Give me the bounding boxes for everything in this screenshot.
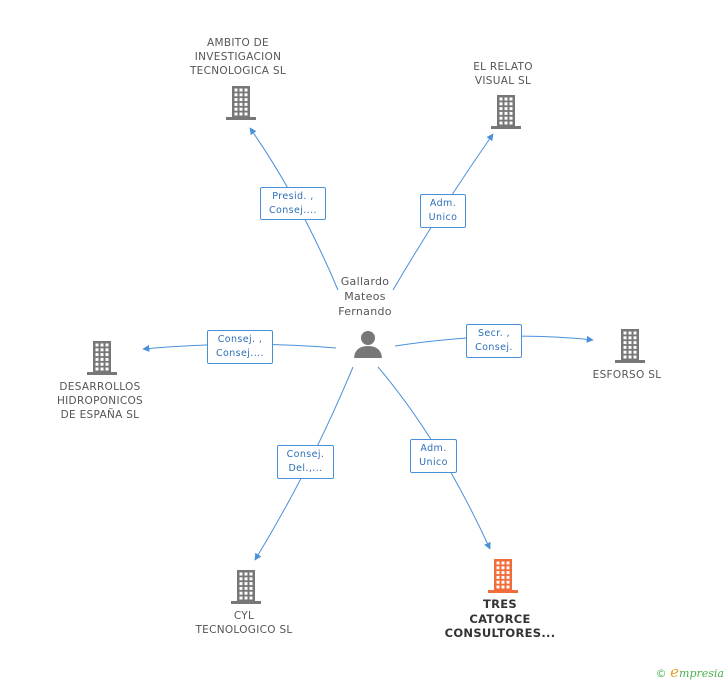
building-icon[interactable]	[87, 341, 117, 379]
company-label-desarrollos[interactable]: DESARROLLOS HIDROPONICOS DE ESPAÑA SL	[56, 381, 144, 421]
building-icon[interactable]	[488, 559, 518, 597]
brand-name: mpresia	[679, 667, 724, 680]
brand-initial: e	[670, 663, 680, 681]
company-label-ambito[interactable]: AMBITO DE INVESTIGACION TECNOLOGICA SL	[189, 37, 287, 77]
company-label-cyl[interactable]: CYL TECNOLOGICO SL	[195, 610, 293, 636]
person-icon[interactable]	[353, 330, 383, 362]
building-icon[interactable]	[615, 329, 645, 367]
building-icon[interactable]	[231, 570, 261, 608]
role-box-desarrollos[interactable]: Consej. , Consej....	[207, 330, 273, 364]
role-box-trescatorce[interactable]: Adm. Unico	[410, 439, 457, 473]
footer-brand: © empresia	[656, 663, 724, 681]
person-name[interactable]: Gallardo Mateos Fernando	[338, 275, 392, 318]
building-icon[interactable]	[226, 86, 256, 124]
role-box-ambito[interactable]: Presid. , Consej....	[260, 187, 326, 220]
building-icon[interactable]	[491, 95, 521, 133]
role-box-relato[interactable]: Adm. Unico	[420, 194, 466, 228]
company-label-esforso[interactable]: ESFORSO SL	[592, 369, 662, 381]
company-label-trescatorce[interactable]: TRES CATORCE CONSULTORES...	[444, 597, 556, 640]
role-box-cyl[interactable]: Consej. Del.,...	[277, 445, 334, 479]
company-label-relato[interactable]: EL RELATO VISUAL SL	[473, 61, 533, 87]
role-box-esforso[interactable]: Secr. , Consej.	[466, 324, 522, 358]
copyright-symbol: ©	[655, 667, 667, 680]
